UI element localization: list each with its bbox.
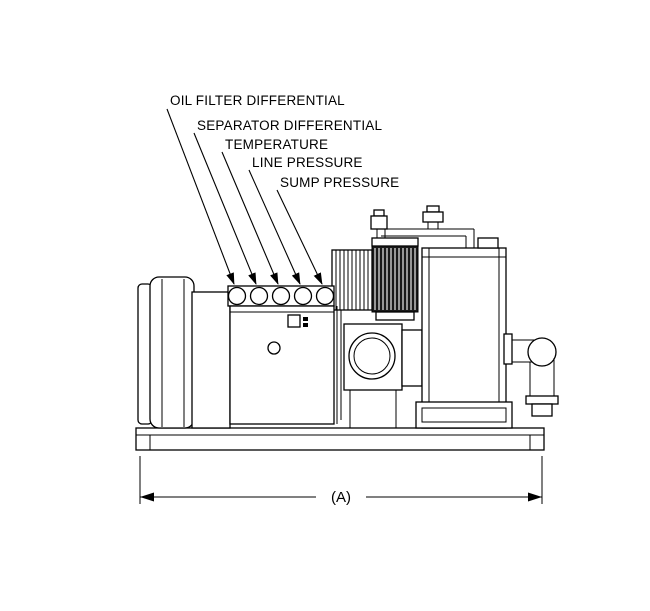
leader-line-oil-filter-differential [166,108,235,285]
inlet-flange-bore-inner-ring [353,337,391,375]
control-panel [227,285,335,425]
callout-label-temperature: TEMPERATURE [225,137,328,152]
callout-labels: OIL FILTER DIFFERENTIAL SEPARATOR DIFFER… [170,93,399,190]
callout-leader-lines [166,108,323,285]
leader-line-temperature [221,151,279,285]
leader-line-line-pressure [248,169,301,285]
panel-indicator-bottom [303,323,308,327]
airend-finned-block-fins [374,248,416,310]
valve-cap-mid [426,205,440,213]
downpipe-flange [525,395,559,405]
leader-line-separator-differential [193,132,257,285]
pipe-elbow [527,337,557,367]
tank-base-block-inner [421,407,507,423]
gauge-temperature [271,286,291,306]
airend-tank-bracket [401,329,423,387]
callout-label-separator-differential: SEPARATOR DIFFERENTIAL [197,118,382,133]
airend-base-pad [375,311,415,321]
airend-head-cap [371,237,419,247]
gauge-oil-filter-differential [227,286,247,306]
dimension-annotation: (A) [139,456,543,506]
panel-switch [267,341,281,355]
base-skid-frame [135,427,545,451]
tank-outlet-flange [503,333,513,365]
valve-cap-left [373,209,385,217]
callout-label-line-pressure: LINE PRESSURE [252,155,363,170]
tank-base-block [415,401,513,429]
inlet-flange-bore [348,332,396,380]
dimension-arrow-right-icon [528,492,542,502]
base-skid [135,427,545,451]
leader-line-sump-pressure [276,189,323,285]
coupling-housing [191,291,231,429]
tank-top-cap [477,237,499,249]
panel-indicator-top [303,317,308,321]
dimension-label: (A) [331,489,351,506]
callout-label-oil-filter-differential: OIL FILTER DIFFERENTIAL [170,93,345,108]
valve-body-mid [422,211,444,223]
tank-shell [421,247,507,429]
motor-body [149,276,195,429]
valve-body-left [370,215,388,230]
callout-label-sump-pressure: SUMP PRESSURE [280,175,399,190]
downpipe-tail [531,403,553,417]
airend-assembly [331,237,423,428]
panel-nameplate [287,314,301,328]
panel-enclosure [229,305,335,425]
drive-motor [137,276,231,429]
dimension-arrow-left-icon [140,492,154,502]
airend-cooling-fins [335,250,369,310]
gauge-sump-pressure [315,286,335,306]
discharge-piping [503,333,559,417]
gauge-line-pressure [293,286,313,306]
separator-tank [415,237,513,429]
gauge-separator-differential [249,286,269,306]
top-piping [370,205,475,248]
